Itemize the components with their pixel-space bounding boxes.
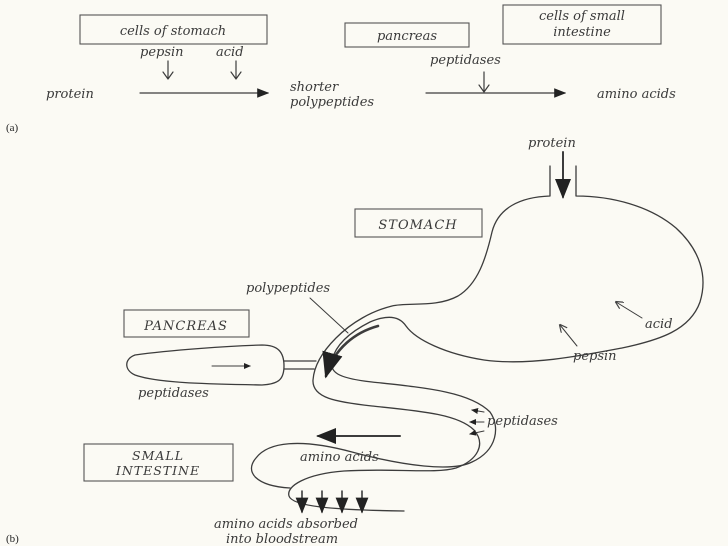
polypeptides-label-b: polypeptides [246, 281, 330, 296]
intestine-label-a: intestine [553, 25, 611, 40]
protein-label-b: protein [528, 136, 576, 151]
peptidase-small-arrows [469, 408, 485, 436]
pancreatic-duct [283, 360, 317, 370]
absorption-arrows [295, 490, 369, 514]
box-small-intestine [83, 443, 234, 482]
arrow-peptidases-down [478, 71, 490, 93]
pepsin-label-b: pepsin [573, 349, 617, 364]
cells-of-stomach-label: cells of stomach [120, 24, 226, 39]
arrow-polypeptides-down [322, 324, 380, 379]
amino-acids-label-a: amino acids [597, 87, 676, 102]
stomach-label: STOMACH [378, 218, 457, 233]
box-cells-of-stomach [79, 14, 268, 45]
stomach-outer-wall [288, 165, 551, 512]
box-cells-of-small-intestine [502, 4, 662, 45]
part-b-label: (b) [6, 533, 19, 545]
acid-label-a: acid [216, 45, 244, 60]
polypeptides-leader [309, 297, 349, 334]
arrow-acid [616, 302, 643, 319]
arrow-pepsin-down [162, 60, 174, 80]
peptidases-label-intestine: peptidases [487, 414, 558, 429]
arrow-pepsin [560, 325, 578, 347]
small-label: SMALL [132, 448, 184, 463]
arrow-acid-down [230, 60, 242, 80]
polypeptides-label-a: polypeptides [290, 95, 374, 110]
acid-label-b: acid [645, 317, 673, 332]
part-a-label: (a) [6, 122, 19, 134]
stomach-inner-wall [250, 165, 704, 489]
pancreas-label-a: pancreas [377, 29, 437, 44]
peptidases-label-a: peptidases [430, 53, 501, 68]
pancreas-label-b: PANCREAS [143, 319, 228, 334]
pepsin-label-a: pepsin [140, 45, 184, 60]
protein-label-a: protein [46, 87, 94, 102]
box-pancreas-a [344, 22, 470, 48]
absorbed-label-line1: amino acids absorbed [214, 517, 358, 532]
intestine-label-b: INTESTINE [115, 463, 200, 478]
box-pancreas-b [123, 309, 250, 338]
cells-of-small-label: cells of small [539, 9, 625, 24]
pancreas-shape [126, 344, 285, 386]
peptidases-label-pancreas: peptidases [138, 386, 209, 401]
box-stomach [354, 208, 483, 238]
absorbed-label-line2: into bloodstream [226, 532, 338, 546]
shorter-label: shorter [290, 80, 339, 95]
amino-acids-label-b: amino acids [300, 450, 379, 465]
